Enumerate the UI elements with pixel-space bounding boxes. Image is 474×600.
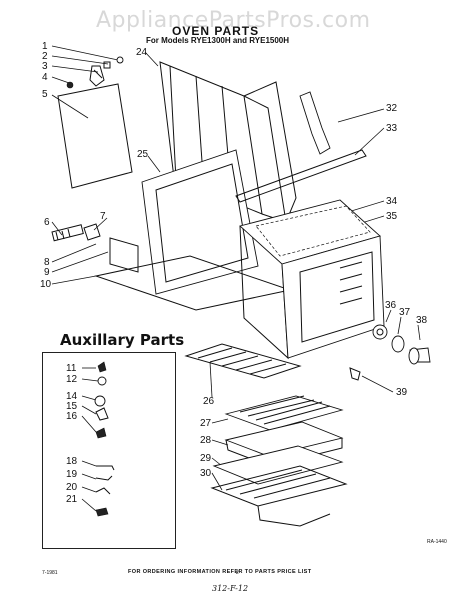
cross-bar xyxy=(235,149,367,203)
callout-25: 25 xyxy=(137,149,149,160)
callout-39: 39 xyxy=(396,387,408,398)
broil-element xyxy=(210,465,348,527)
watermark: AppliancePartsPros.com xyxy=(96,8,371,33)
page-number: 2 xyxy=(236,570,239,576)
auxiliary-parts-title: Auxillary Parts xyxy=(60,331,185,349)
callout-9: 9 xyxy=(44,267,50,278)
vent-pipe xyxy=(299,91,331,155)
callout-27: 27 xyxy=(200,418,212,429)
callout-34: 34 xyxy=(386,196,398,207)
callout-21: 21 xyxy=(66,494,78,505)
callout-14: 14 xyxy=(66,391,78,402)
callout-3: 3 xyxy=(42,61,48,72)
reference-code: 312-F-12 xyxy=(212,584,249,593)
callout-29: 29 xyxy=(200,453,212,464)
callout-28: 28 xyxy=(200,435,212,446)
callout-38: 38 xyxy=(416,315,428,326)
callout-12: 12 xyxy=(66,374,78,385)
callout-1: 1 xyxy=(42,41,48,52)
auxiliary-parts-box xyxy=(42,352,176,549)
callout-4: 4 xyxy=(42,72,48,83)
broiler-grid xyxy=(212,445,344,485)
door-frame xyxy=(141,149,259,295)
callout-16: 16 xyxy=(66,411,78,422)
callout-11: 11 xyxy=(66,363,77,374)
callout-26: 26 xyxy=(203,396,215,407)
callout-24: 24 xyxy=(136,47,148,58)
hardware-parts-1-4 xyxy=(66,56,124,89)
leader-lines xyxy=(51,45,421,512)
date-code: 7-1981 xyxy=(42,570,58,576)
callout-10: 10 xyxy=(40,279,52,290)
auxiliary-parts-icons xyxy=(94,361,115,517)
callout-19: 19 xyxy=(66,469,78,480)
bracket xyxy=(109,237,139,273)
callout-20: 20 xyxy=(66,482,78,493)
callout-8: 8 xyxy=(44,257,50,268)
callout-7: 7 xyxy=(100,211,106,222)
diagram-subtitle: For Models RYE1300H and RYE1500H xyxy=(146,36,290,45)
callout-32: 32 xyxy=(386,103,398,114)
diagram-title: OVEN PARTS xyxy=(172,24,260,38)
ordering-info-note: FOR ORDERING INFORMATION REFER TO PARTS … xyxy=(128,569,312,575)
rear-panel xyxy=(57,83,133,189)
bake-element xyxy=(184,343,302,379)
callout-35: 35 xyxy=(386,211,398,222)
callout-18: 18 xyxy=(66,456,78,467)
oven-liner xyxy=(239,199,385,360)
callout-37: 37 xyxy=(399,307,411,318)
callout-5: 5 xyxy=(42,89,48,100)
drawing-id: RA-1440 xyxy=(427,539,447,545)
callout-6: 6 xyxy=(44,217,50,228)
terminal-block xyxy=(51,223,101,242)
callout-15: 15 xyxy=(66,401,78,412)
callout-30: 30 xyxy=(200,468,212,479)
callout-36: 36 xyxy=(385,300,397,311)
oven-light-parts xyxy=(349,324,431,381)
oven-rack xyxy=(224,395,344,431)
callout-2: 2 xyxy=(42,51,48,62)
callout-33: 33 xyxy=(386,123,398,134)
